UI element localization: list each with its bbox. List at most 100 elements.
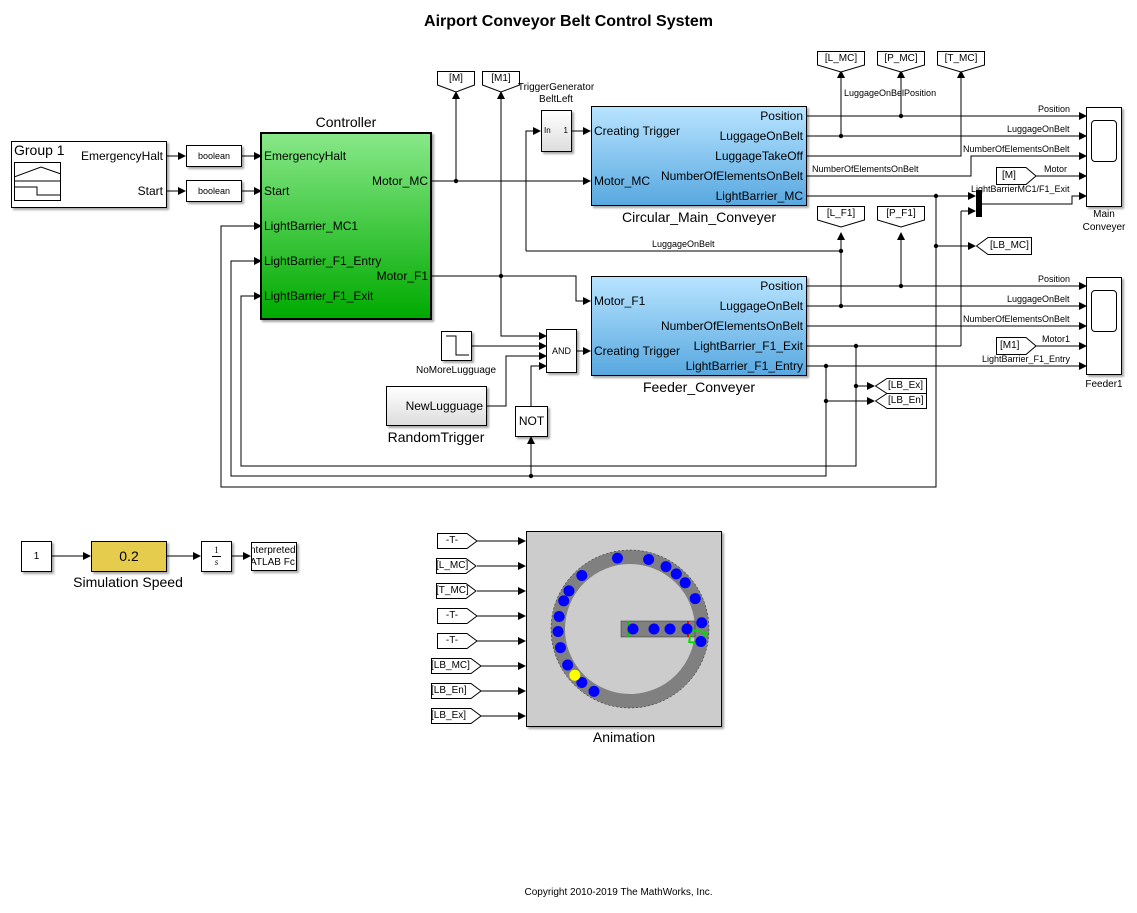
luggage-item [689,593,701,605]
goto-tag-t-mc[interactable] [937,51,987,73]
step-label: NoMoreLugguage [415,365,497,376]
luggage-item [660,561,672,573]
goto-tag-m1[interactable] [482,71,522,93]
scope-screen-icon [1091,290,1117,332]
from-tag-anim-2-label: [L_MC] [436,560,469,571]
step-block[interactable] [441,331,472,361]
feeder-out-luggage-on-belt: LuggageOnBelt [719,299,803,313]
random-trigger-block[interactable]: NewLugguage [386,386,487,426]
signal-label-feeder-position: Position [1038,274,1071,284]
feeder-luggage-item [664,623,676,635]
simulation-speed-label: Simulation Speed [73,574,183,590]
from-tag-anim-3[interactable] [436,583,478,600]
fraction-bar [212,556,221,557]
group1-title: Group 1 [14,142,65,158]
integrator-block[interactable]: 1 s [201,541,232,572]
boolean-conversion-1[interactable]: boolean [186,145,242,167]
trigger-generator-label-2: BeltLeft [539,94,573,105]
from-tag-m1-label: [M1] [1000,340,1020,351]
boolean-conversion-2[interactable]: boolean [186,180,242,202]
signal-label-feeder-luggage: LuggageOnBelt [1007,294,1070,304]
main-conveyer-scope[interactable] [1086,107,1122,207]
feeder-out-lb-f1-entry: LightBarrier_F1_Entry [685,359,803,373]
signal-label-main-motor: Motor [1044,164,1068,174]
goto-tag-m[interactable] [437,71,477,93]
goto-tag-lb-ex[interactable] [875,378,929,395]
main-out-position: Position [760,109,803,123]
signal-label-main-count-top: NumberOfElementsOnBelt [963,144,1070,154]
signal-label-main-luggage: LuggageOnBelt [1007,124,1070,134]
from-tag-anim-1-label: -T- [445,535,459,546]
from-tag-m1[interactable] [996,337,1038,356]
simulation-speed-gain[interactable]: 0.2 [91,541,167,572]
not-block[interactable]: NOT [515,406,548,437]
and-block[interactable]: AND [546,329,577,373]
controller-in-lb-f1-exit: LightBarrier_F1_Exit [264,289,374,303]
mux-bar [976,190,982,217]
from-tag-anim-3-label: [T_MC] [436,585,469,596]
main-in-motor-mc: Motor_MC [594,174,651,188]
from-tag-anim-8[interactable] [431,708,483,725]
diagram-title: Airport Conveyor Belt Control System [424,13,713,30]
circular-main-conveyer-block[interactable]: Creating Trigger Motor_MC Position Lugga… [591,106,807,206]
luggage-item [563,585,575,597]
from-tag-anim-5[interactable] [437,633,479,650]
signal-builder-icon [14,162,62,201]
from-tag-anim-4-label: -T- [445,610,459,621]
random-out-newlugguage: NewLugguage [405,399,483,413]
signal-label-main-lb: LightBarrierMC1/F1_Exit [971,184,1070,194]
constant-block[interactable]: 1 [21,541,52,572]
signal-label-feeder-lb: LightBarrier_F1_Entry [982,354,1071,364]
signal-label-feeder-motor: Motor1 [1042,334,1071,344]
from-tag-anim-1[interactable] [437,533,479,550]
interpreted-matlab-fcn[interactable]: nterpreted ATLAB Fc [251,542,297,571]
goto-tag-l-mc[interactable] [817,51,867,73]
signal-label-loop-luggage: LuggageOnBelt [652,239,715,249]
luggage-item [576,677,588,689]
goto-tag-m1-label: [M1] [491,73,511,84]
controller-in-emergencyhalt: EmergencyHalt [264,149,347,163]
random-trigger-label: RandomTrigger [387,429,485,445]
feeder-scope-label: Feeder1 [1085,379,1123,390]
group1-block[interactable]: Group 1 EmergencyHalt Start [11,141,167,208]
from-tag-anim-7[interactable] [431,683,483,700]
luggage-item [558,595,570,607]
feeder-conveyer-label: Feeder_Conveyer [642,379,756,395]
trigger-generator-block[interactable]: In 1 [541,110,572,152]
goto-tag-l-mc-label: [L_MC] [824,53,858,64]
from-tag-anim-4[interactable] [437,608,479,625]
feeder1-scope[interactable] [1086,277,1122,375]
signal-label-main-count-mid: NumberOfElementsOnBelt [812,164,919,174]
luggage-item [695,636,707,648]
goto-tag-p-f1[interactable] [877,206,927,228]
controller-in-lb-f1-entry: LightBarrier_F1_Entry [264,254,382,268]
controller-block[interactable]: EmergencyHalt Start LightBarrier_MC1 Lig… [260,132,432,320]
main-scope-label-1: Main [1093,209,1115,220]
goto-tag-lb-mc[interactable] [976,237,1034,256]
goto-tag-lb-ex-label: [LB_Ex] [888,380,924,391]
from-tag-anim-6-label: [LB_MC] [431,660,470,671]
feeder-conveyer-block[interactable]: Motor_F1 Creating Trigger Position Lugga… [591,276,807,376]
luggage-item [554,642,566,654]
luggage-item [670,568,682,580]
scope-screen-icon [1091,120,1117,162]
goto-tag-p-mc-label: [P_MC] [884,53,918,64]
goto-tag-lb-en[interactable] [875,393,929,410]
controller-out-motor-mc: Motor_MC [371,174,428,188]
goto-tag-t-mc-label: [T_MC] [944,53,978,64]
goto-tag-l-f1-label: [L_F1] [826,208,856,219]
luggage-item [562,659,574,671]
signal-label-main-position: Position [1038,104,1071,114]
animation-block[interactable] [526,531,722,727]
goto-tag-l-f1[interactable] [817,206,867,228]
luggage-item [696,617,708,629]
animation-label: Animation [592,729,656,745]
from-tag-anim-2[interactable] [436,558,478,575]
from-tag-m[interactable] [996,167,1038,186]
feeder-in-creating-trigger: Creating Trigger [594,344,681,358]
goto-tag-lb-en-label: [LB_En] [888,395,924,406]
signal-label-luggage-position: LuggageOnBelPosition [844,88,937,98]
from-tag-anim-6[interactable] [431,658,483,675]
goto-tag-p-mc[interactable] [877,51,927,73]
